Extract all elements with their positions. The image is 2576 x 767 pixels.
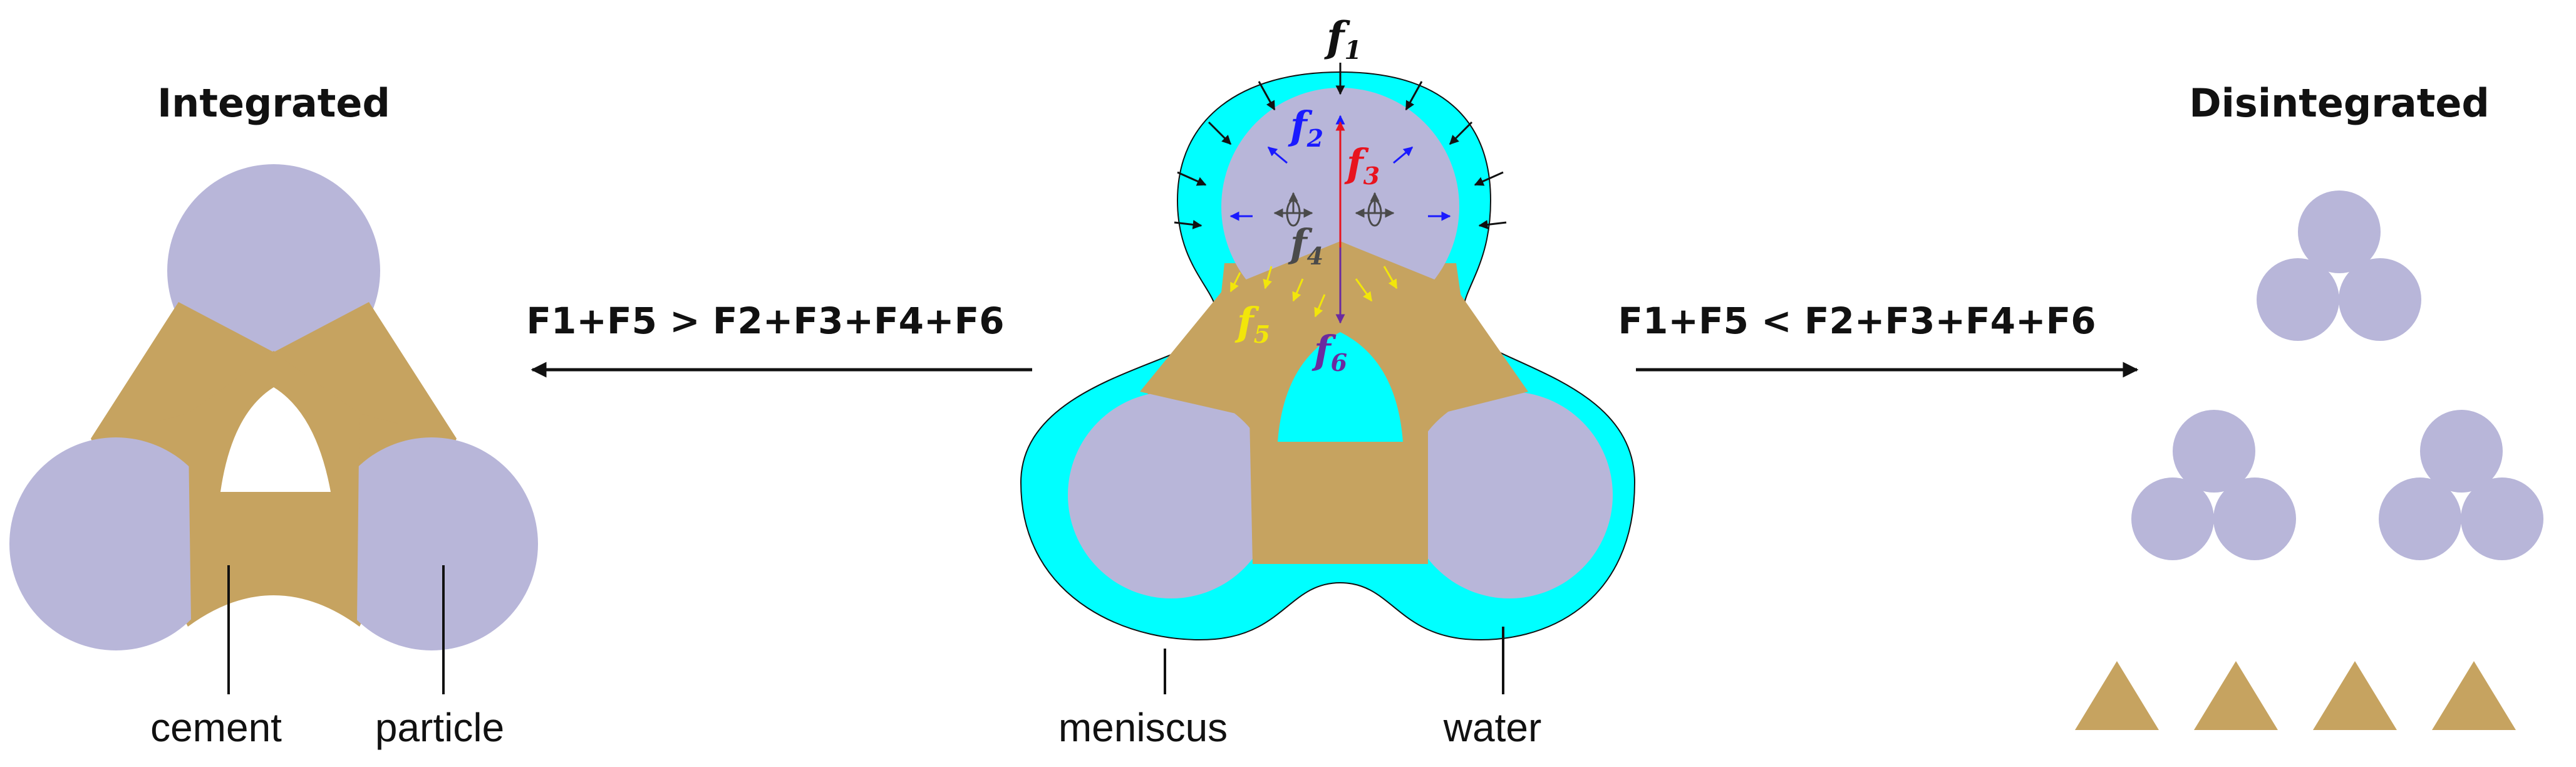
integrated-particle-left <box>9 437 222 650</box>
meniscus-system <box>1020 71 1636 640</box>
f5-arrows <box>1229 266 1398 318</box>
particle-cluster-right <box>2379 410 2543 560</box>
center-particle-right <box>1406 392 1613 598</box>
integrated-cement-arm-left <box>91 302 274 439</box>
disintegrated-title: Disintegrated <box>2189 80 2490 126</box>
integrated-particle-right <box>325 437 538 650</box>
center-particle-left <box>1068 392 1275 598</box>
particle-label: particle <box>375 705 504 750</box>
f2-arrows <box>1229 115 1451 221</box>
water-label: water <box>1443 705 1542 750</box>
cement-label: cement <box>150 705 282 750</box>
integrated-title: Integrated <box>157 80 390 126</box>
integrated-cement-arm-right <box>274 302 457 439</box>
integrated-panel: Integrated cement particle <box>9 80 538 750</box>
disintegrated-panel: Disintegrated <box>2075 80 2543 730</box>
f4-markers <box>1273 192 1395 227</box>
condition-left: F1+F5 > F2+F3+F4+F6 <box>526 300 1004 342</box>
force-label-f1: f1 <box>1324 13 1362 65</box>
force-labels: f1 f2 f3 f4 f5 f6 <box>1234 13 1380 377</box>
f1-arrows <box>1174 63 1507 229</box>
condition-right: F1+F5 < F2+F3+F4+F6 <box>1618 300 2096 342</box>
meniscus-label: meniscus <box>1058 705 1228 750</box>
integrated-particle-top <box>167 164 380 377</box>
particle-cluster-left <box>2131 410 2296 560</box>
integrated-pore <box>220 387 331 492</box>
particle-cluster-top <box>2257 190 2421 341</box>
center-water-pocket <box>1278 332 1403 442</box>
cement-fragments <box>2075 661 2516 730</box>
